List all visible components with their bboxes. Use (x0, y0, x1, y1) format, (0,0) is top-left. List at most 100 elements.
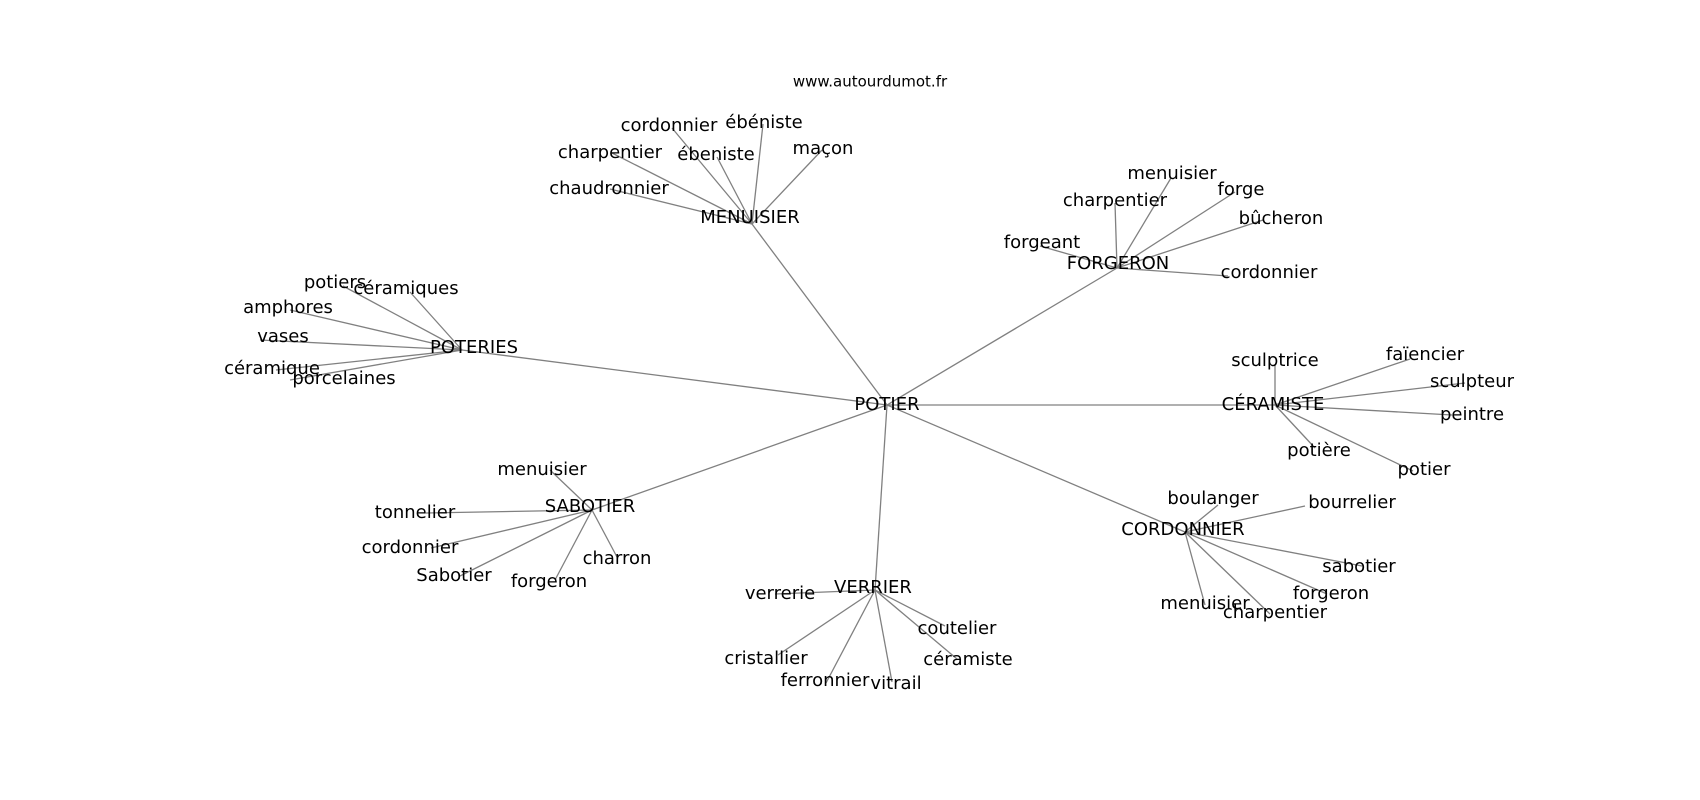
edge-hub-leaf (1039, 245, 1118, 269)
edge-hub-leaf (1116, 191, 1236, 269)
edge-hub-leaf (874, 589, 946, 627)
leaf-node[interactable]: charpentier (1223, 602, 1328, 623)
leaf-node[interactable]: amphores (243, 297, 333, 318)
edge-hub-leaf (289, 309, 463, 351)
leaf-node[interactable]: verrerie (745, 583, 815, 604)
node-labels: POTIER MENUISIER cordonnier ébéniste charpen… (224, 112, 1515, 694)
edge-root-hub (886, 404, 1186, 533)
edge-hub-leaf (825, 589, 876, 684)
edge-hub-leaf (554, 509, 593, 581)
leaf-node[interactable]: sabotier (1322, 556, 1396, 577)
edge-hub-leaf (1274, 382, 1466, 406)
edge-hub-leaf (259, 339, 463, 351)
edge-root-hub (751, 223, 888, 406)
leaf-node[interactable]: boulanger (1167, 488, 1259, 509)
leaf-node[interactable]: ébéniste (725, 112, 803, 133)
leaf-node[interactable]: forgeant (1004, 232, 1080, 253)
edge-hub-leaf (1274, 404, 1414, 472)
edge-hub-leaf (1184, 505, 1306, 533)
edge-hub-leaf (874, 589, 958, 660)
edge-hub-leaf (1184, 531, 1271, 615)
edge-hub-leaf (716, 156, 753, 225)
edge-hub-leaf (289, 349, 463, 381)
leaf-node[interactable]: bourrelier (1308, 492, 1396, 513)
leaf-node[interactable]: maçon (793, 138, 854, 159)
edge-hub-leaf (1184, 531, 1206, 606)
edge-root-hub (461, 349, 888, 406)
site-watermark: www.autourdumot.fr (793, 73, 948, 91)
leaf-node[interactable]: vitrail (870, 673, 921, 694)
leaf-node[interactable]: forgeron (1293, 583, 1369, 604)
edge-hub-leaf (591, 509, 618, 558)
edge-hub-leaf (751, 149, 823, 225)
leaf-node[interactable]: menuisier (1127, 163, 1217, 184)
edge-hub-leaf (611, 152, 753, 225)
hub-node[interactable]: POTERIES (430, 337, 518, 358)
leaf-node[interactable]: forge (1218, 179, 1265, 200)
edge-hub-leaf (409, 291, 463, 351)
leaf-node[interactable]: tonnelier (375, 502, 456, 523)
leaf-node[interactable]: peintre (1440, 404, 1504, 425)
hub-node[interactable]: FORGERON (1067, 253, 1170, 274)
edge-hub-leaf (1184, 531, 1328, 595)
leaf-node[interactable]: ébeniste (677, 144, 755, 165)
leaf-node[interactable]: ferronnier (781, 670, 870, 691)
hub-node[interactable]: CORDONNIER (1121, 519, 1244, 540)
edge-hub-leaf (1116, 219, 1264, 269)
edge-hub-leaf (1116, 177, 1172, 269)
leaf-node[interactable]: cordonnier (362, 537, 459, 558)
leaf-node[interactable]: charpentier (558, 142, 663, 163)
leaf-node[interactable]: menuisier (497, 459, 587, 480)
root-node[interactable]: POTIER (854, 394, 919, 415)
leaf-node[interactable]: menuisier (1160, 593, 1250, 614)
edge-hub-leaf (671, 127, 753, 225)
leaf-node[interactable]: chaudronnier (549, 178, 669, 199)
leaf-node[interactable]: cristallier (724, 648, 808, 669)
leaf-node[interactable]: potiers (304, 272, 366, 293)
leaf-node[interactable]: céramiques (353, 278, 458, 299)
leaf-node[interactable]: potière (1287, 440, 1351, 461)
edge-hub-leaf (874, 589, 893, 683)
edge-hub-leaf (751, 123, 764, 225)
edge-hub-leaf (1184, 504, 1219, 533)
leaf-node[interactable]: charpentier (1063, 190, 1168, 211)
edge-hub-leaf (342, 285, 463, 351)
leaf-node[interactable]: coutelier (918, 618, 998, 639)
leaf-node[interactable]: cordonnier (1221, 262, 1318, 283)
leaf-node[interactable]: sculpteur (1430, 371, 1515, 392)
hub-node[interactable]: SABOTIER (545, 496, 635, 517)
hub-node[interactable]: CÉRAMISTE (1222, 393, 1325, 415)
leaf-node[interactable]: vases (257, 326, 309, 347)
edge-hub-leaf (1274, 358, 1411, 406)
leaf-node[interactable]: céramiste (923, 649, 1012, 670)
edge-hub-leaf (774, 589, 876, 595)
leaf-node[interactable]: faïencier (1386, 344, 1465, 365)
edge-root-hub (886, 267, 1118, 406)
leaf-node[interactable]: sculptrice (1231, 350, 1319, 371)
leaf-node[interactable]: charron (583, 548, 652, 569)
edge-hub-leaf (549, 469, 593, 511)
edge-hub-leaf (425, 509, 593, 514)
edges (259, 123, 1466, 684)
hub-node[interactable]: VERRIER (834, 577, 912, 598)
leaf-node[interactable]: potier (1398, 459, 1452, 480)
edge-hub-leaf (1274, 404, 1453, 416)
edge-root-hub (874, 404, 888, 591)
edge-hub-leaf (609, 188, 753, 225)
leaf-node[interactable]: céramique (224, 358, 320, 379)
edge-hub-leaf (1274, 404, 1316, 449)
edge-root-hub (591, 404, 888, 511)
leaf-node[interactable]: bûcheron (1239, 208, 1324, 229)
leaf-node[interactable]: Sabotier (416, 565, 492, 586)
leaf-node[interactable]: cordonnier (621, 115, 718, 136)
hub-node[interactable]: MENUISIER (700, 207, 799, 228)
edge-hub-leaf (1114, 202, 1118, 269)
edge-hub-leaf (1184, 531, 1363, 567)
edge-hub-leaf (459, 509, 593, 577)
edge-hub-leaf (777, 589, 876, 656)
leaf-node[interactable]: porcelaines (292, 368, 395, 389)
edge-hub-leaf (1116, 267, 1229, 277)
leaf-node[interactable]: forgeron (511, 571, 587, 592)
edge-hub-leaf (275, 349, 463, 371)
